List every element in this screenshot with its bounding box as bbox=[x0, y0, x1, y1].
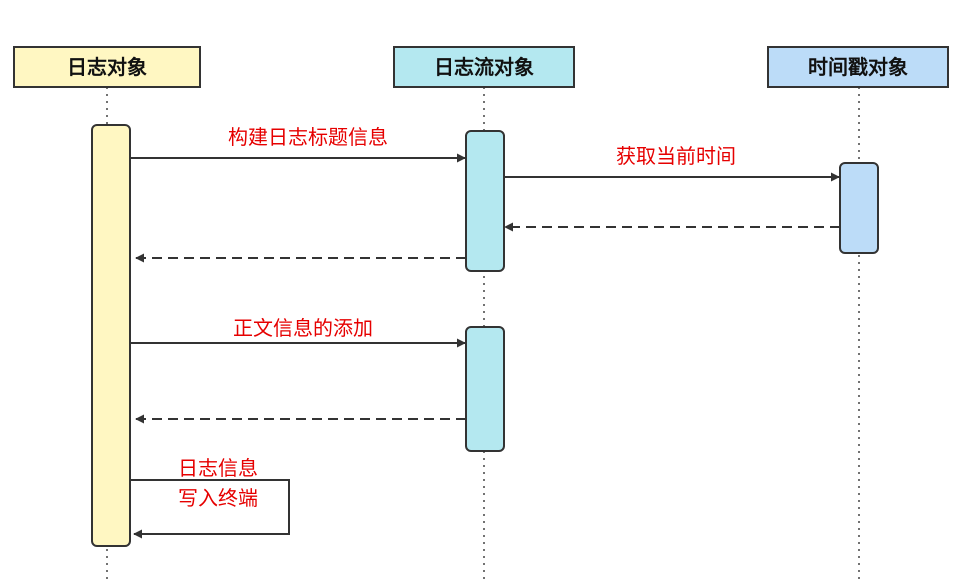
actor-stream-label: 日志流对象 bbox=[434, 55, 534, 79]
actor-stream: 日志流对象 bbox=[393, 46, 575, 88]
self-message-label-line2: 写入终端 bbox=[178, 486, 258, 510]
actor-log: 日志对象 bbox=[13, 46, 201, 88]
actor-log-label: 日志对象 bbox=[67, 55, 147, 79]
message-label-add-body: 正文信息的添加 bbox=[233, 316, 373, 340]
actor-time: 时间戳对象 bbox=[767, 46, 949, 88]
self-message-label-line1: 日志信息 bbox=[178, 456, 258, 480]
message-label-build-header: 构建日志标题信息 bbox=[228, 125, 388, 149]
activation-stream-1 bbox=[465, 130, 505, 272]
message-label-get-time: 获取当前时间 bbox=[616, 144, 736, 168]
actor-time-label: 时间戳对象 bbox=[808, 55, 908, 79]
activation-time bbox=[839, 162, 879, 254]
activation-log bbox=[91, 124, 131, 547]
activation-stream-2 bbox=[465, 326, 505, 452]
self-message-arrow-write bbox=[130, 479, 290, 539]
